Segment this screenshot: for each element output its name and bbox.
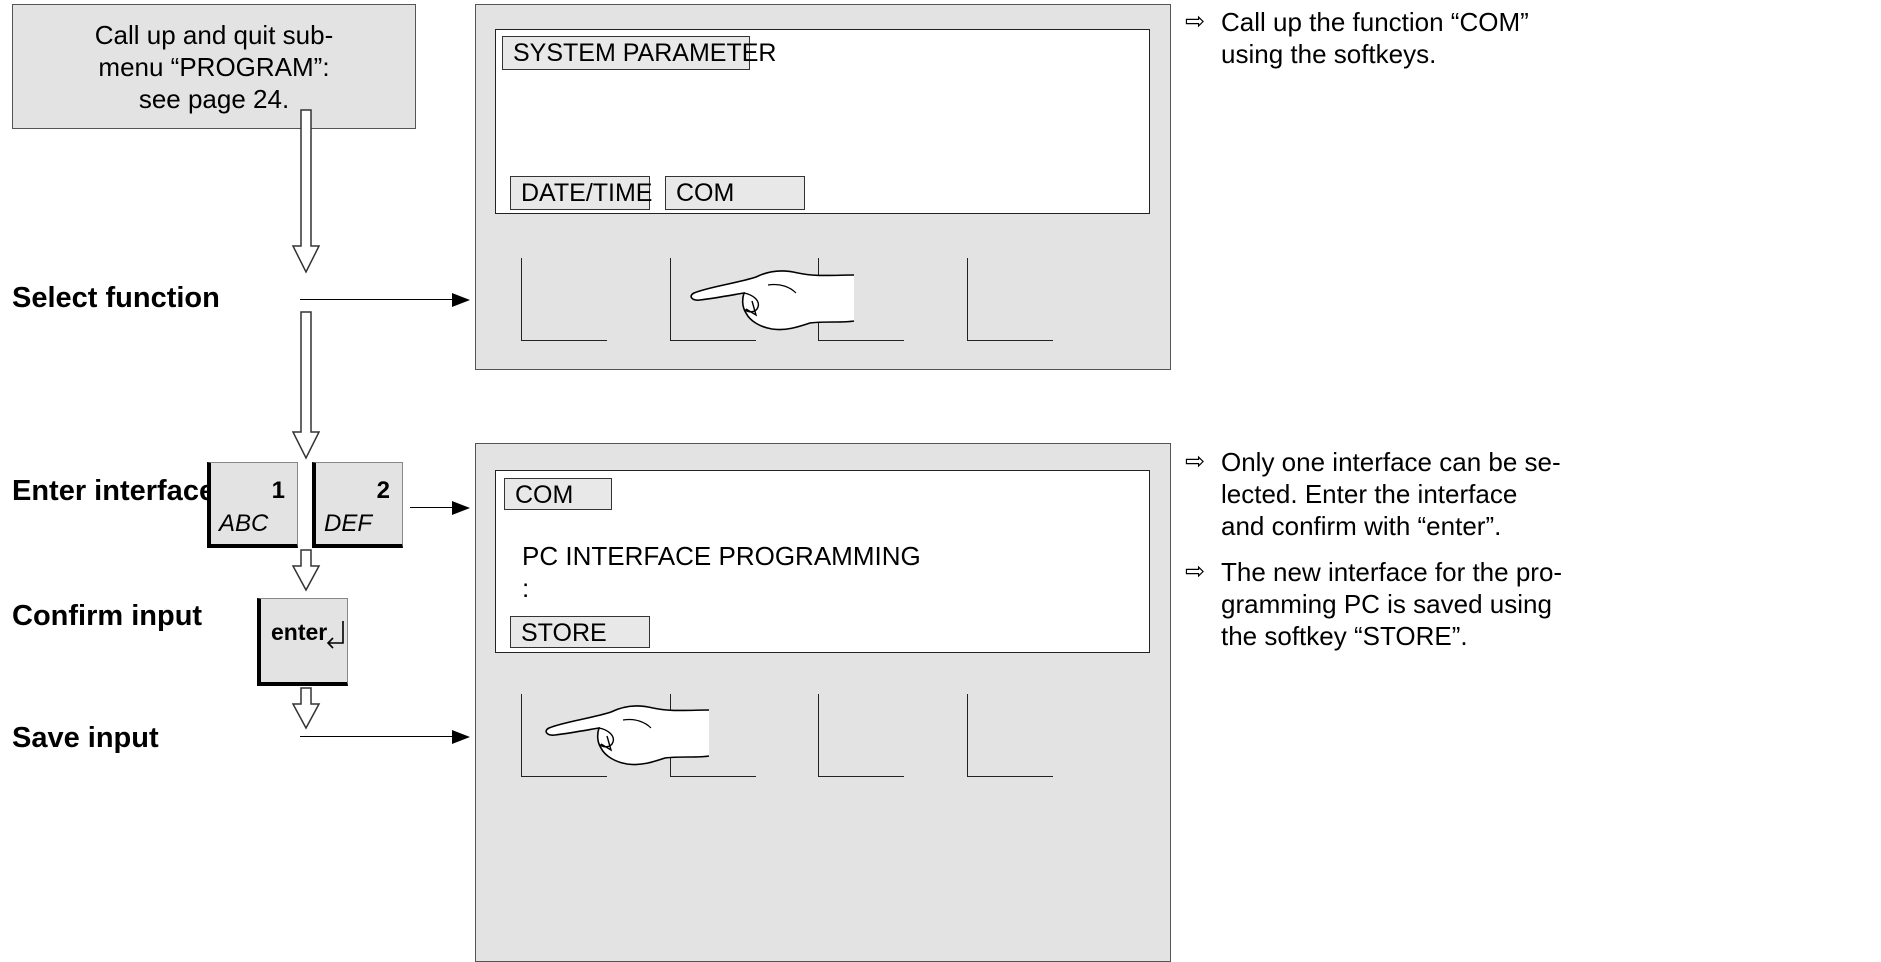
note-line: Call up and quit sub- bbox=[94, 20, 334, 50]
arrowhead-icon bbox=[452, 730, 470, 744]
softkey-1[interactable] bbox=[521, 258, 607, 341]
flow-arrow-down bbox=[291, 687, 321, 730]
screen-title-tab: COM bbox=[504, 478, 612, 510]
device-panel-1: SYSTEM PARAMETER DATE/TIME COM bbox=[475, 4, 1171, 370]
note-line: the softkey “STORE”. bbox=[1221, 621, 1468, 651]
input-prompt: : bbox=[522, 573, 530, 603]
key-1-abc[interactable]: 1 ABC bbox=[207, 462, 298, 548]
flow-arrow-down bbox=[291, 549, 321, 592]
arrow-to-panel2 bbox=[410, 507, 455, 508]
softkey-3[interactable] bbox=[818, 694, 904, 777]
softkey-label-datetime: DATE/TIME bbox=[510, 176, 652, 210]
pointing-hand-icon bbox=[690, 270, 855, 331]
softkey-label-store: STORE bbox=[510, 616, 650, 648]
step-save-input: Save input bbox=[12, 722, 159, 754]
screen-title-tab: SYSTEM PARAMETER bbox=[502, 36, 776, 70]
program-submenu-note: Call up and quit sub- menu “PROGRAM”: se… bbox=[12, 4, 416, 129]
softkey-4[interactable] bbox=[967, 694, 1053, 777]
note-line: lected. Enter the interface bbox=[1221, 479, 1518, 509]
arrow-right-icon: ⇨ bbox=[1185, 558, 1206, 585]
note-line: Call up the function “COM” bbox=[1221, 7, 1529, 37]
step-select-function: Select function bbox=[12, 282, 220, 314]
return-icon bbox=[326, 621, 344, 649]
softkey-4[interactable] bbox=[967, 258, 1053, 341]
key-letters: DEF bbox=[324, 510, 372, 537]
note-line: and confirm with “enter”. bbox=[1221, 511, 1502, 541]
arrowhead-icon bbox=[452, 293, 470, 307]
flow-arrow-down bbox=[291, 311, 321, 460]
key-enter-label: enter bbox=[271, 619, 328, 645]
arrowhead-icon bbox=[452, 501, 470, 515]
step-enter-interface: Enter interface bbox=[12, 475, 216, 507]
softkey-2[interactable] bbox=[670, 258, 756, 341]
arrow-right-icon: ⇨ bbox=[1185, 448, 1206, 475]
key-letters: ABC bbox=[219, 510, 269, 537]
note-line: gramming PC is saved using bbox=[1221, 589, 1552, 619]
key-number: 1 bbox=[271, 477, 285, 504]
arrow-to-panel1 bbox=[300, 299, 455, 300]
note-call-up-com: ⇨ Call up the function “COM” using the s… bbox=[1185, 6, 1865, 76]
arrow-right-icon: ⇨ bbox=[1185, 8, 1206, 35]
display-screen: SYSTEM PARAMETER DATE/TIME COM bbox=[495, 29, 1150, 214]
key-2-def[interactable]: 2 DEF bbox=[312, 462, 403, 548]
note-line: Only one interface can be se- bbox=[1221, 447, 1561, 477]
pointing-hand-icon bbox=[545, 705, 710, 766]
screen-line-pc-interface: PC INTERFACE PROGRAMMING bbox=[522, 541, 921, 571]
softkey-label-com: COM bbox=[665, 176, 805, 210]
flow-arrow-down bbox=[291, 109, 321, 274]
note-store-interface: ⇨ The new interface for the pro- grammin… bbox=[1185, 556, 1865, 656]
key-enter[interactable]: enter bbox=[257, 598, 348, 686]
device-panel-2: COM PC INTERFACE PROGRAMMING : STORE bbox=[475, 443, 1171, 962]
note-line: The new interface for the pro- bbox=[1221, 557, 1563, 587]
arrow-to-panel2-softkey bbox=[300, 736, 455, 737]
key-number: 2 bbox=[376, 477, 390, 504]
note-line: see page 24. bbox=[138, 84, 290, 114]
softkey-1[interactable] bbox=[521, 694, 607, 777]
note-line: menu “PROGRAM”: bbox=[98, 52, 330, 82]
note-line: using the softkeys. bbox=[1221, 39, 1437, 69]
display-screen: COM PC INTERFACE PROGRAMMING : STORE bbox=[495, 470, 1150, 653]
note-only-one-interface: ⇨ Only one interface can be se- lected. … bbox=[1185, 446, 1865, 546]
step-confirm-input: Confirm input bbox=[12, 600, 203, 632]
